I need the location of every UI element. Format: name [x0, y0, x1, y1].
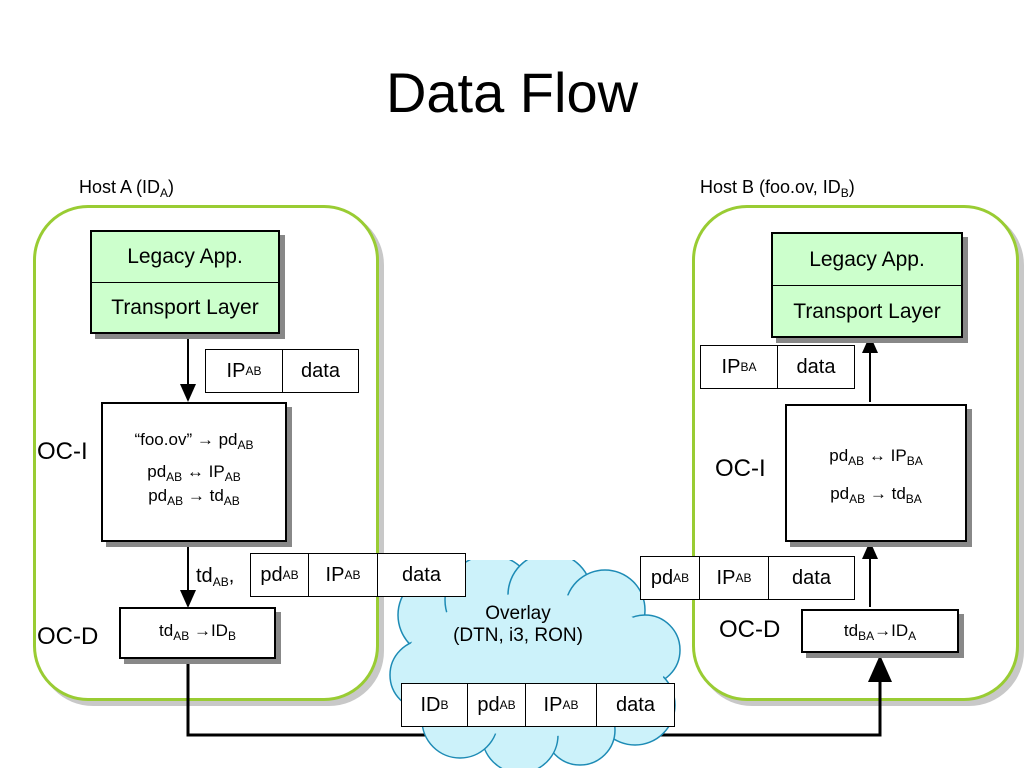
packet-field-data: data [792, 566, 831, 589]
host-b-oc-i-label: OC-I [715, 455, 766, 482]
host-a-legacy-app: Legacy App. [92, 232, 278, 283]
packet-field-data: data [616, 693, 655, 716]
page-title: Data Flow [385, 61, 639, 124]
host-b-oc-d-box: tdBA→IDA [801, 609, 959, 653]
oc-i-b-line-2: pdAB → tdBA [830, 484, 922, 506]
host-b-oc-i-box: pdAB ↔ IPBA pdAB → tdBA [785, 404, 967, 542]
packet-field-data: data [301, 359, 340, 382]
oc-i-a-line-1: “foo.ov” → pdAB [134, 430, 254, 452]
host-a-oc-i-box: “foo.ov” → pdAB pdAB ↔ IPAB pdAB → tdAB [101, 402, 287, 542]
host-b-transport-layer: Transport Layer [793, 299, 941, 323]
host-b-legacy-app: Legacy App. [773, 234, 961, 286]
host-a-oc-i-label: OC-I [37, 438, 88, 465]
oc-d-b-mapping: tdBA→IDA [843, 621, 917, 643]
packet-field-data: data [402, 563, 441, 586]
host-a-label: Host A (IDA) [79, 177, 175, 200]
oc-i-a-line-3: pdAB → tdAB [148, 486, 240, 508]
oc-i-b-line-1: pdAB ↔ IPBA [829, 446, 923, 468]
host-a-oc-d-box: tdAB →IDB [119, 607, 276, 659]
host-b-label: Host B (foo.ov, IDB) [700, 177, 855, 200]
host-a-app-stack: Legacy App. Transport Layer [90, 230, 280, 334]
host-a-transport-layer: Transport Layer [111, 296, 259, 319]
host-a-td-prefix: tdAB, [196, 565, 235, 589]
host-b-oc-d-label: OC-D [719, 616, 781, 643]
oc-i-a-line-2: pdAB ↔ IPAB [147, 462, 241, 484]
host-a-oc-d-label: OC-D [37, 623, 99, 650]
host-b-app-stack: Legacy App. Transport Layer [771, 232, 963, 338]
packet-field-data: data [796, 355, 836, 378]
overlay-label: Overlay (DTN, i3, RON) [453, 603, 583, 646]
oc-d-a-mapping: tdAB →IDB [159, 621, 236, 643]
